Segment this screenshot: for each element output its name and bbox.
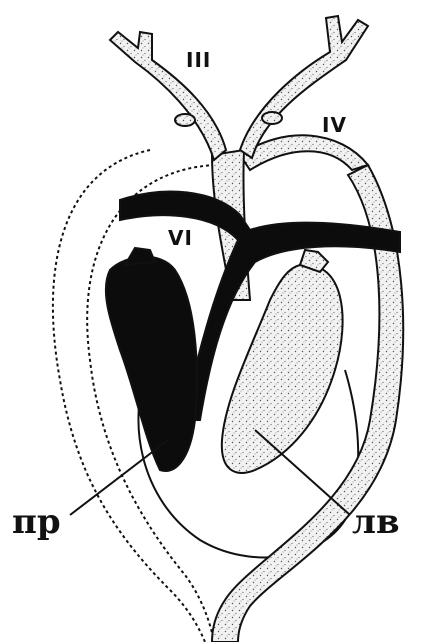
left-bud xyxy=(175,114,195,126)
label-arch-iii: III xyxy=(186,50,211,70)
label-right-ventricle: пр xyxy=(12,505,61,539)
label-arch-iv: IV xyxy=(322,115,347,135)
label-left-ventricle: лв xyxy=(352,505,400,539)
right-ventricle-top xyxy=(125,248,155,265)
right-bud xyxy=(262,112,282,124)
leader-line-lv xyxy=(255,430,350,515)
leader-line-pr xyxy=(70,440,168,515)
right-ventricle xyxy=(106,257,197,471)
label-arch-vi: VI xyxy=(168,228,193,248)
